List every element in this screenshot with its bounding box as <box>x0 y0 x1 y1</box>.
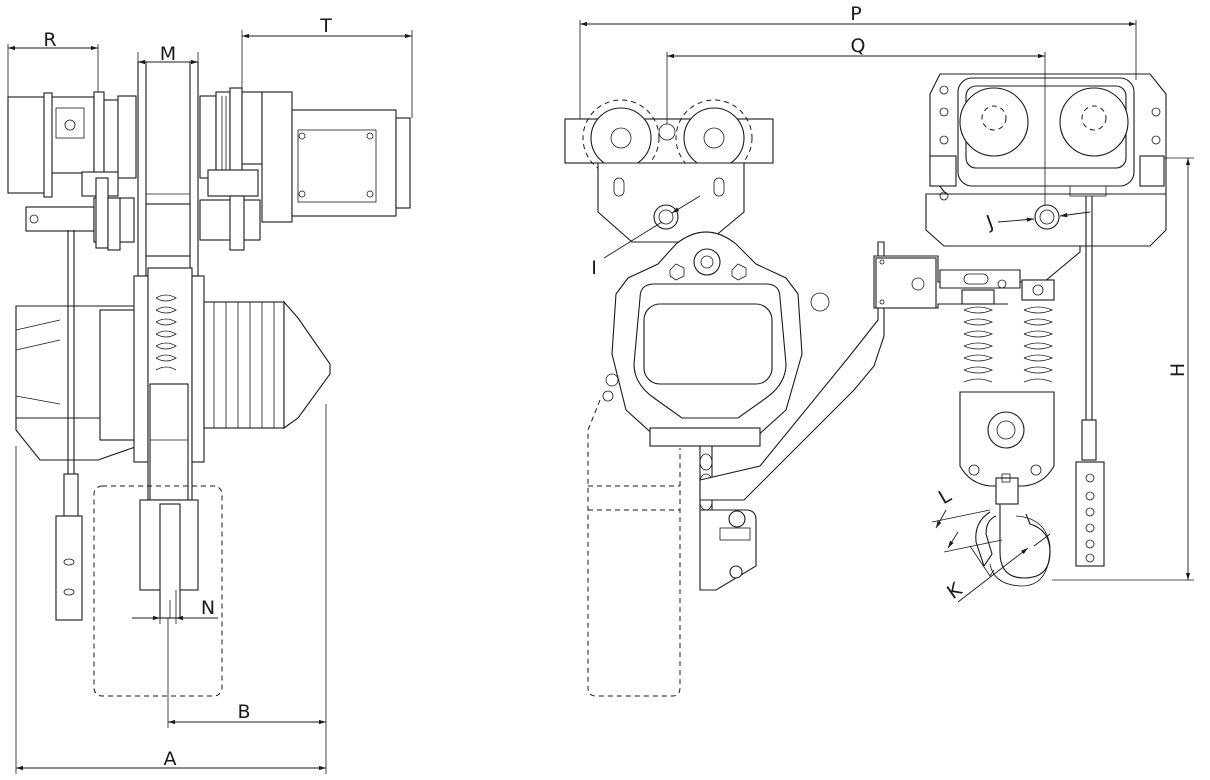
hook-block-side <box>139 499 199 619</box>
central-frame <box>137 61 199 277</box>
front-view: I <box>564 20 885 697</box>
trolley-front <box>564 99 774 243</box>
dim-label-i: I <box>591 257 597 279</box>
dim-label-p: P <box>850 3 861 25</box>
dim-label-a: A <box>164 748 177 770</box>
chain-bucket-front <box>587 399 681 697</box>
hoist-body <box>15 267 331 501</box>
top-dimensions: P Q <box>580 3 1136 59</box>
dim-label-m: M <box>160 43 176 65</box>
dim-label-t: T <box>319 15 332 37</box>
trolley-end <box>925 73 1167 247</box>
pendant-end <box>1075 196 1105 567</box>
chain-bucket-side <box>93 485 223 697</box>
end-view: H J L K <box>873 20 1194 604</box>
load-block-plate-front <box>699 241 885 501</box>
hoist-housing-front <box>602 231 830 447</box>
pendant-side <box>55 230 83 621</box>
side-view: R M T N B A <box>7 15 413 774</box>
dim-label-k: K <box>943 578 966 603</box>
suspension-springs <box>961 279 1055 383</box>
dim-label-l: L <box>935 484 956 509</box>
dim-label-h: H <box>1167 363 1189 377</box>
left-trolley-motor <box>7 91 137 251</box>
right-trolley-motor <box>199 87 411 251</box>
dim-label-q: Q <box>851 35 866 57</box>
dim-label-n: N <box>201 597 215 619</box>
dim-label-r: R <box>43 29 56 51</box>
dim-label-b: B <box>237 701 250 723</box>
hook-block-end <box>959 391 1055 587</box>
